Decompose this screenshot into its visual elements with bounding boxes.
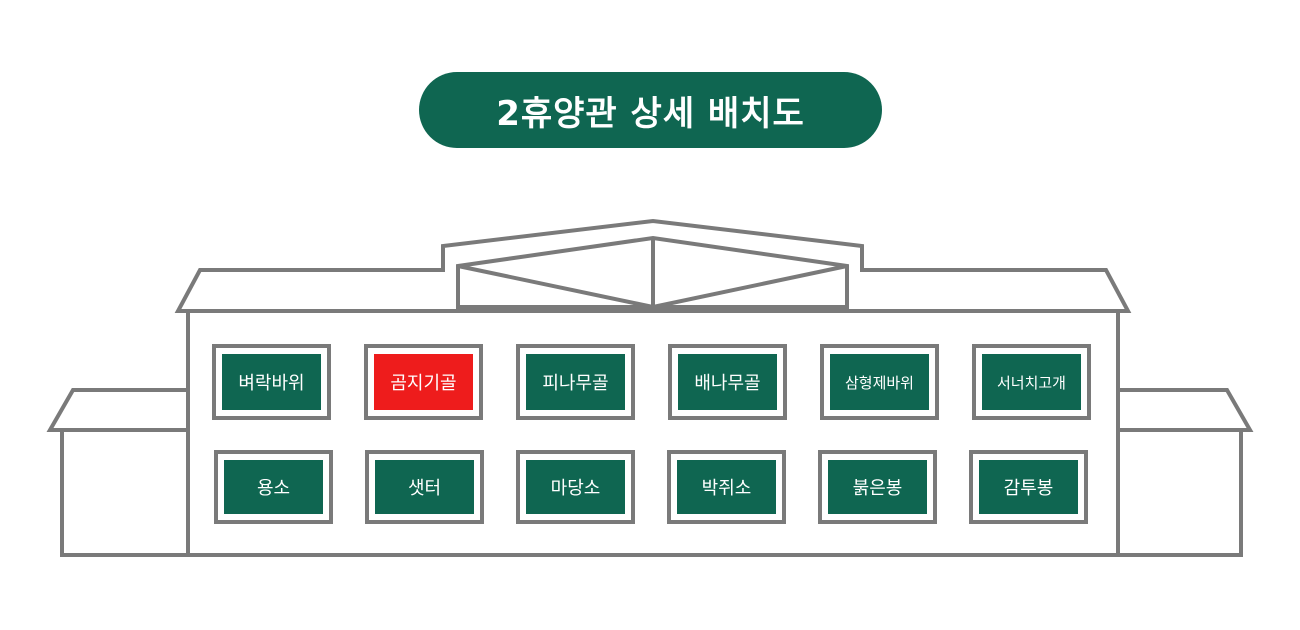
room-slot: 피나무골 (516, 344, 635, 420)
page-title: 2휴양관 상세 배치도 (419, 72, 882, 148)
gable-right-diagonal (652, 264, 848, 309)
room-slot: 용소 (214, 450, 333, 524)
room-slot: 서너치고개 (972, 344, 1091, 420)
room-slot: 벼락바위 (212, 344, 331, 420)
room-slot: 감투봉 (969, 450, 1088, 524)
room-button[interactable]: 붉은봉 (828, 460, 927, 514)
room-button[interactable]: 감투봉 (979, 460, 1078, 514)
room-slot: 박쥐소 (667, 450, 786, 524)
right-wing-roof (1117, 388, 1254, 432)
left-wing-wall (60, 430, 190, 557)
room-button[interactable]: 용소 (224, 460, 323, 514)
room-button[interactable]: 마당소 (526, 460, 625, 514)
main-roof (174, 218, 1132, 313)
room-button[interactable]: 서너치고개 (982, 354, 1081, 410)
room-button[interactable]: 삼형제바위 (830, 354, 929, 410)
roof-gable (456, 235, 849, 309)
gable-left-diagonal (457, 264, 654, 309)
room-button[interactable]: 피나무골 (526, 354, 625, 410)
room-button[interactable]: 샛터 (375, 460, 474, 514)
room-slot: 곰지기골 (364, 344, 483, 420)
room-slot: 삼형제바위 (820, 344, 939, 420)
room-slot: 배나무골 (668, 344, 787, 420)
room-slot: 마당소 (516, 450, 635, 524)
room-button[interactable]: 배나무골 (678, 354, 777, 410)
room-slot: 샛터 (365, 450, 484, 524)
left-wing-roof (46, 388, 190, 432)
room-slot: 붉은봉 (818, 450, 937, 524)
right-wing-wall (1117, 430, 1243, 557)
room-button[interactable]: 벼락바위 (222, 354, 321, 410)
room-button-selected[interactable]: 곰지기골 (374, 354, 473, 410)
room-button[interactable]: 박쥐소 (677, 460, 776, 514)
